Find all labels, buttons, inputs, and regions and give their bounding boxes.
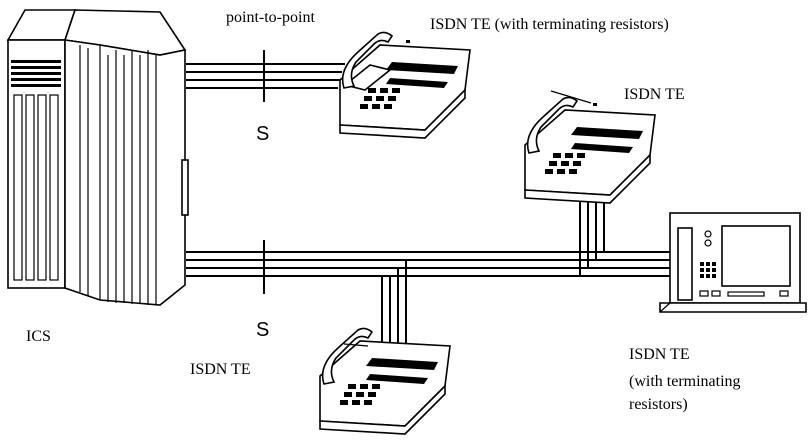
te-computer-label-line3: resistors)	[629, 396, 688, 413]
te-computer-label-line1: ISDN TE	[629, 346, 690, 363]
ics-cabinet-icon	[6, 9, 189, 306]
te-bottom-label: ISDN TE	[190, 361, 251, 378]
computer-terminal-icon	[659, 212, 807, 313]
point-to-point-label: point-to-point	[226, 9, 315, 26]
te-right-phone-label: ISDN TE	[624, 86, 685, 103]
isdn-telephone-icon	[319, 327, 451, 435]
te-computer-label-line2: (with terminating	[629, 373, 741, 390]
point-to-point-bus	[186, 50, 345, 102]
ics-label: ICS	[26, 328, 51, 345]
isdn-telephone-icon	[339, 31, 471, 139]
te-top-label: ISDN TE (with terminating resistors)	[430, 16, 669, 33]
s-bottom-label: S	[256, 319, 269, 341]
s-top-label: S	[256, 123, 269, 145]
isdn-telephone-icon	[524, 90, 656, 204]
multipoint-bus	[186, 188, 670, 380]
